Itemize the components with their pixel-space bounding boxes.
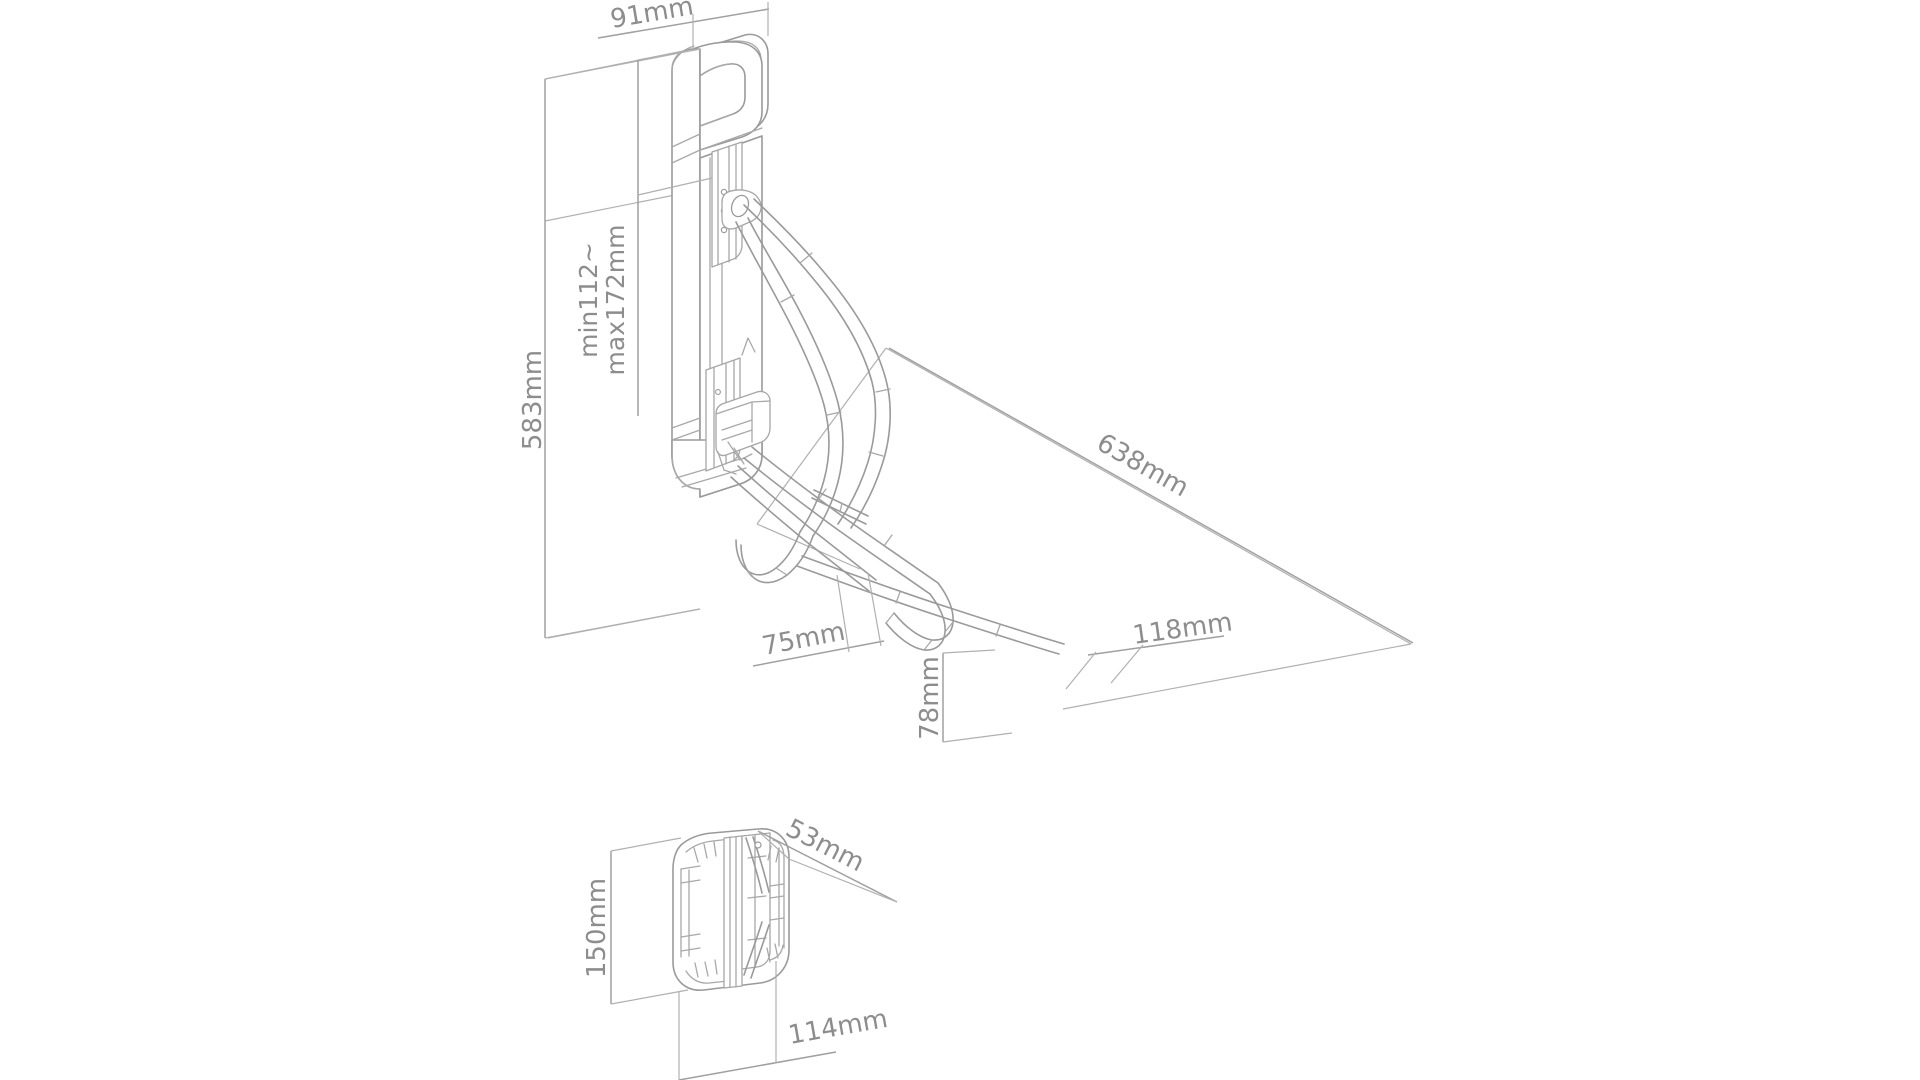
dimension-adjust-range: min112~ max172mm [574, 48, 713, 416]
upper-slider-bracket [711, 141, 762, 268]
dimension-150mm: 150mm [582, 837, 689, 1005]
dimension-label-max172: max172mm [601, 225, 630, 376]
main-view-group: 91mm 583mm min112~ max172mm 638mm [518, 0, 1414, 743]
dimension-118mm: 118mm [1065, 607, 1234, 690]
dimension-label-114mm: 114mm [786, 1004, 890, 1051]
bottom-view-group: 150mm 53mm 114mm [582, 814, 898, 1080]
dimension-label-583mm: 583mm [518, 350, 548, 450]
dimension-78mm: 78mm [915, 649, 1013, 743]
floor-plane [756, 347, 1412, 710]
dimension-label-min112: min112~ [574, 242, 603, 358]
dimension-label-118mm: 118mm [1131, 607, 1234, 651]
dimension-label-75mm: 75mm [760, 617, 848, 662]
dimension-583mm: 583mm [518, 48, 701, 639]
dimension-label-91mm: 91mm [608, 0, 696, 35]
dimension-label-78mm: 78mm [915, 656, 945, 740]
tubular-arm-assembly [730, 198, 1065, 655]
dimension-label-53mm: 53mm [781, 814, 869, 879]
dimension-638mm: 638mm [888, 347, 1414, 644]
dimension-label-150mm: 150mm [582, 878, 612, 978]
front-body [672, 828, 790, 991]
lower-slider-clamp [705, 357, 771, 475]
